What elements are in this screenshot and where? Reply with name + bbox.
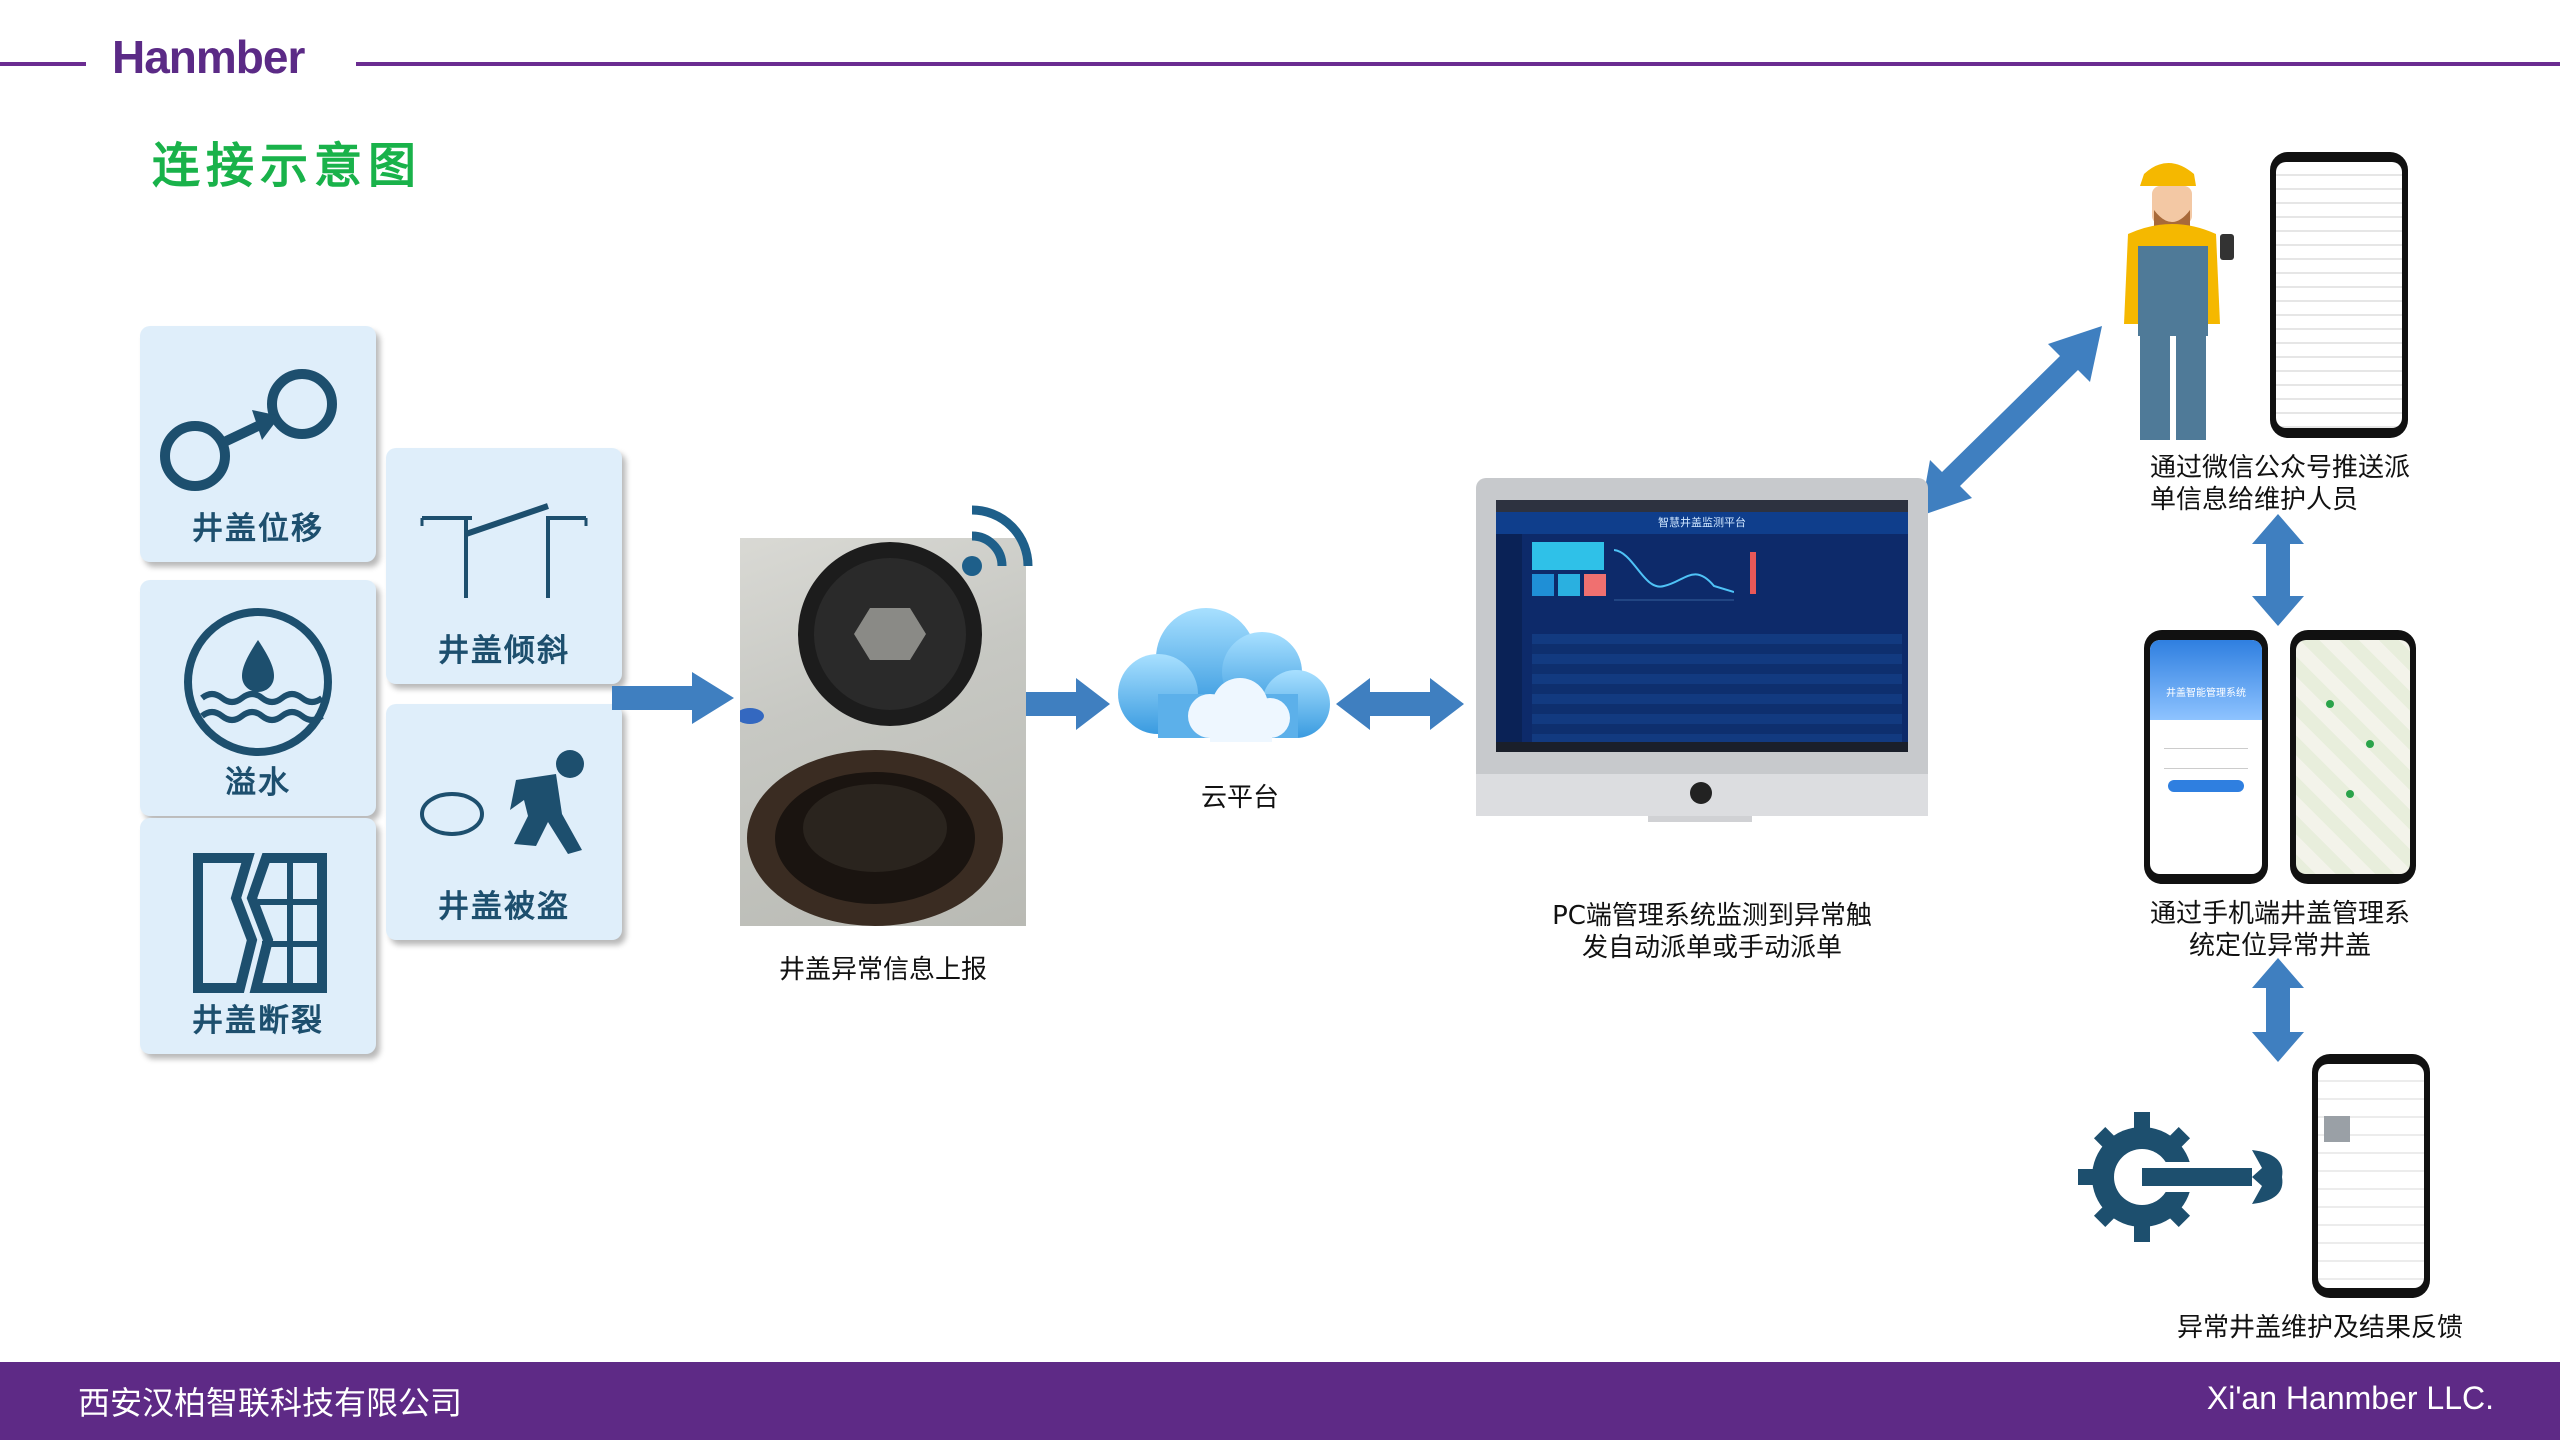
tile-label: 溢水	[225, 765, 291, 801]
power-button	[1690, 782, 1712, 804]
report-caption: 井盖异常信息上报	[778, 955, 987, 985]
tile-tilt: 井盖倾斜	[386, 448, 622, 684]
diagonal-double-arrow-icon	[1920, 326, 2102, 516]
pc-caption-line2: 发自动派单或手动派单	[1581, 933, 1842, 963]
brand-logo: Hanmber	[112, 31, 305, 83]
pc-monitor: 智慧井盖监测平台	[1476, 478, 1928, 774]
tilt-icon	[420, 503, 588, 598]
feedback-caption: 异常井盖维护及结果反馈	[2176, 1313, 2463, 1343]
login-phone: 井盖智能管理系统	[2144, 630, 2268, 884]
phone-screen	[2276, 162, 2402, 428]
water-overflow-icon	[184, 608, 332, 756]
wifi-signal-icon	[962, 505, 1033, 576]
tile-overflow: 溢水	[140, 580, 376, 816]
tile-theft: 井盖被盗	[386, 704, 622, 940]
footer-bar	[0, 1362, 2560, 1440]
double-arrow-icon	[1336, 678, 1464, 730]
header-rule-right	[356, 62, 2560, 66]
line-chart	[1614, 549, 1734, 601]
login-button	[2168, 780, 2244, 792]
gear-wrench-icon	[2078, 1112, 2283, 1242]
mobile-caption-line1: 通过手机端井盖管理系	[2149, 899, 2410, 929]
tile-label: 井盖位移	[192, 511, 324, 547]
phone-screen: 井盖智能管理系统	[2150, 640, 2262, 874]
page-title: 连接示意图	[152, 138, 423, 194]
pc-caption-line1: PC端管理系统监测到异常触	[1552, 901, 1872, 931]
stat-tile	[1584, 574, 1606, 596]
dashboard-screen: 智慧井盖监测平台	[1496, 500, 1908, 752]
bar-mark	[1750, 552, 1756, 594]
stat-card	[1532, 542, 1604, 570]
arrow-right-icon	[1026, 678, 1110, 730]
cloud-icon	[1118, 608, 1330, 742]
wechat-caption-line2: 单信息给维护人员	[2150, 485, 2359, 515]
fracture-icon	[193, 853, 327, 993]
theft-icon	[420, 750, 584, 854]
password-field	[2164, 756, 2248, 769]
map-phone	[2290, 630, 2416, 884]
company-name-en: Xi'an Hanmber LLC.	[2206, 1380, 2494, 1416]
username-field	[2164, 736, 2248, 749]
map-marker	[2326, 700, 2334, 708]
mobile-caption-line2: 统定位异常井盖	[2188, 931, 2371, 961]
tile-fracture: 井盖断裂	[140, 818, 376, 1054]
tile-label: 井盖断裂	[192, 1003, 324, 1039]
data-table	[1532, 634, 1902, 744]
vertical-double-arrow-icon	[2252, 958, 2304, 1062]
displacement-icon	[160, 369, 337, 491]
feedback-phone	[2312, 1054, 2430, 1298]
arrow-right-icon	[612, 672, 734, 724]
map-marker	[2346, 790, 2354, 798]
wechat-caption-line1: 通过微信公众号推送派	[2150, 453, 2411, 483]
maintenance-worker-illustration	[2124, 163, 2234, 440]
cloud-caption: 云平台	[1200, 783, 1279, 813]
taskbar	[1496, 742, 1908, 752]
map-marker	[2366, 740, 2374, 748]
login-banner: 井盖智能管理系统	[2150, 640, 2262, 720]
tile-label: 井盖被盗	[438, 889, 570, 925]
manhole-illustration	[740, 542, 1003, 926]
stat-tile	[1532, 574, 1554, 596]
monitor-stand	[1648, 816, 1752, 822]
platform-title: 智慧井盖监测平台	[1496, 512, 1908, 534]
phone-screen	[2296, 640, 2410, 874]
phone-screen	[2318, 1064, 2424, 1288]
photo-thumbnail	[2324, 1116, 2350, 1142]
tile-label: 井盖倾斜	[438, 633, 570, 669]
login-title: 井盖智能管理系统	[2166, 688, 2246, 699]
vertical-double-arrow-icon	[2252, 514, 2304, 626]
wechat-phone	[2270, 152, 2408, 438]
tile-displacement: 井盖位移	[140, 326, 376, 562]
company-name: 西安汉柏智联科技有限公司	[78, 1384, 463, 1422]
manhole-photo	[740, 538, 1026, 926]
browser-bar	[1496, 500, 1908, 512]
monitor-chin	[1476, 774, 1928, 816]
header-rule-left	[0, 62, 86, 66]
stat-tile	[1558, 574, 1580, 596]
dashboard-sidebar	[1496, 534, 1522, 752]
